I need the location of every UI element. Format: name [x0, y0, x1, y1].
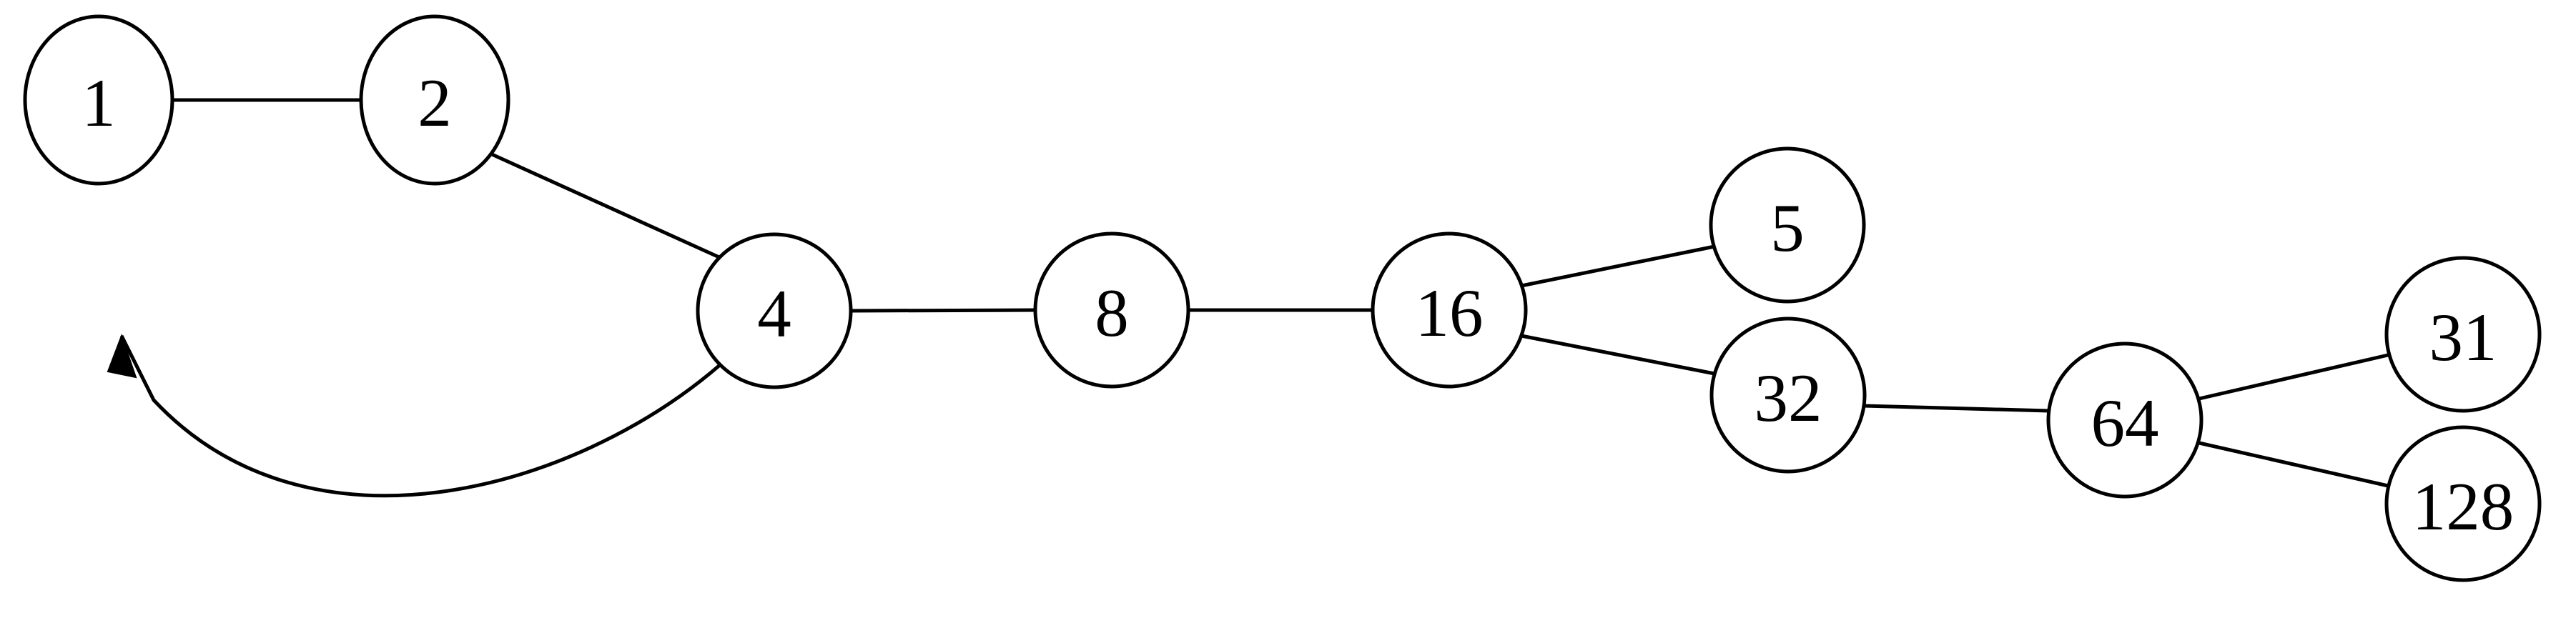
- node-circle-4[interactable]: [696, 232, 853, 389]
- node-circle-32[interactable]: [1709, 317, 1867, 474]
- node-label-32: 32: [1755, 360, 1822, 436]
- node-label-1: 1: [82, 65, 116, 141]
- edges-layer: [119, 98, 2389, 498]
- graph-edge-16-5: [1521, 244, 1715, 288]
- arrowheads-layer: [107, 334, 137, 379]
- node-label-4: 4: [757, 276, 791, 352]
- graph-node-2[interactable]: 2: [359, 14, 510, 186]
- graph-node-64[interactable]: 64: [2046, 342, 2204, 499]
- graph-node-32[interactable]: 32: [1709, 317, 1867, 474]
- graph-edge-32-64: [1863, 404, 2050, 413]
- graph-node-8[interactable]: 8: [1033, 231, 1190, 389]
- node-circle-1[interactable]: [23, 14, 174, 186]
- node-circle-64[interactable]: [2046, 342, 2204, 499]
- node-label-31: 31: [2429, 299, 2497, 375]
- graph-node-31[interactable]: 31: [2384, 256, 2542, 413]
- node-label-8: 8: [1095, 275, 1129, 351]
- graph-node-128[interactable]: 128: [2384, 425, 2542, 582]
- nodes-layer: 1 2 4 8 16 5 32 64 31 128: [23, 14, 2542, 582]
- graph-edge-64-31: [2199, 353, 2389, 401]
- node-circle-128[interactable]: [2384, 425, 2542, 582]
- node-circle-2[interactable]: [359, 14, 510, 186]
- node-label-16: 16: [1416, 275, 1484, 351]
- node-label-64: 64: [2091, 385, 2159, 461]
- graph-node-4[interactable]: 4: [696, 232, 853, 389]
- node-label-5: 5: [1770, 190, 1805, 266]
- graph-edge-4-8: [850, 308, 1036, 313]
- graph-node-1[interactable]: 1: [23, 14, 174, 186]
- graph-edge-64-128: [2199, 441, 2389, 488]
- graph-edge-4-1: [119, 334, 722, 498]
- node-circle-5[interactable]: [1709, 146, 1866, 304]
- node-label-2: 2: [418, 65, 452, 141]
- node-circle-31[interactable]: [2384, 256, 2542, 413]
- node-circle-8[interactable]: [1033, 231, 1190, 389]
- edge-arrowhead-to-1: [107, 334, 137, 379]
- graph-node-16[interactable]: 16: [1371, 231, 1528, 389]
- node-label-128: 128: [2412, 469, 2515, 544]
- graph-edge-16-32: [1521, 334, 1715, 376]
- node-circle-16[interactable]: [1371, 231, 1528, 389]
- graph-edge-2-4: [490, 152, 722, 260]
- graph-node-5[interactable]: 5: [1709, 146, 1866, 304]
